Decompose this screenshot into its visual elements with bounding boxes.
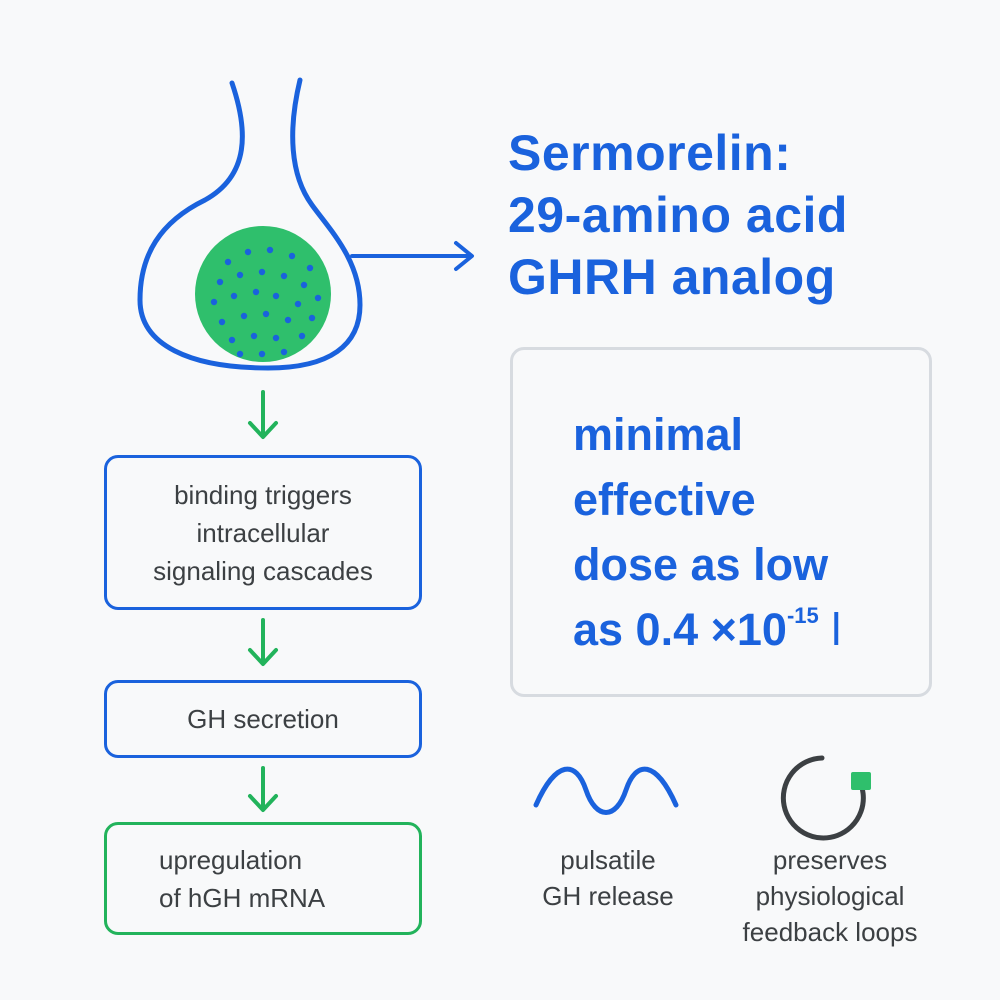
cell-dot — [230, 292, 238, 300]
cell-dot — [218, 318, 226, 326]
cell-dot — [298, 332, 306, 340]
step-1-line-1: binding triggers — [174, 479, 352, 510]
cell-dot — [210, 298, 218, 306]
cell-dot — [314, 294, 322, 302]
dose-line-4-tail: l — [818, 604, 842, 655]
cell-dot — [262, 310, 270, 318]
cell-dot — [280, 272, 288, 280]
step-box-upregulation: upregulation of hGH mRNA — [104, 822, 422, 935]
step-box-binding: binding triggers intracellular signaling… — [104, 455, 422, 610]
cell-dot — [308, 314, 316, 322]
dose-box: minimal effective dose as low as 0.4 ×10… — [510, 347, 932, 697]
dose-line-2: effective — [573, 474, 756, 525]
cell-dot — [294, 300, 302, 308]
down-arrow-icon-1 — [248, 390, 278, 439]
title-line-3: GHRH analog — [508, 249, 836, 305]
dose-exponent: -15 — [786, 603, 819, 628]
page-title: Sermorelin: 29-amino acid GHRH analog — [508, 122, 978, 308]
cell-dot — [236, 271, 244, 279]
cell-dot — [266, 246, 274, 254]
cell-cluster — [195, 226, 331, 362]
feedback-line-3: feedback loops — [742, 917, 918, 947]
cell-dot — [306, 264, 314, 272]
cell-dot — [216, 278, 224, 286]
dose-line-4-base: as 0.4 ×10 — [573, 604, 787, 655]
pulsatile-line-1: pulsatile — [560, 845, 656, 875]
cell-dot — [244, 248, 252, 256]
title-line-2: 29-amino acid — [508, 187, 848, 243]
cell-dot — [252, 288, 260, 296]
cell-dot — [236, 350, 244, 358]
title-line-1: Sermorelin: — [508, 125, 792, 181]
dose-text: minimal effective dose as low as 0.4 ×10… — [573, 402, 841, 662]
cell-dot — [284, 316, 292, 324]
step-1-line-2: intracellular — [196, 517, 330, 548]
dose-line-3: dose as low — [573, 539, 829, 590]
dose-line-1: minimal — [573, 409, 744, 460]
cell-dot — [224, 258, 232, 266]
cell-dot — [300, 281, 308, 289]
cell-dot — [280, 348, 288, 356]
cell-dot — [240, 312, 248, 320]
cell-dot — [250, 332, 258, 340]
cell-dot — [258, 268, 266, 276]
feedback-line-2: physiological — [755, 881, 905, 911]
cell-dots — [210, 246, 322, 358]
step-2-line-1: GH secretion — [187, 704, 339, 734]
step-3-line-2: of hGH mRNA — [159, 882, 326, 913]
down-arrow-icon-3 — [248, 766, 278, 812]
step-box-gh-secretion: GH secretion — [104, 680, 422, 758]
caption-pulsatile: pulsatile GH release — [508, 842, 708, 914]
pulsatile-line-2: GH release — [542, 881, 674, 911]
arrow-to-title-icon — [350, 241, 474, 271]
feedback-loop-icon — [780, 755, 871, 841]
caption-feedback: preserves physiological feedback loops — [705, 842, 955, 950]
step-3-line-1: upregulation — [159, 844, 303, 875]
wave-icon — [533, 766, 679, 815]
down-arrow-icon-2 — [248, 618, 278, 666]
step-1-line-3: signaling cascades — [153, 555, 373, 586]
cell-dot — [272, 292, 280, 300]
pituitary-outline — [137, 77, 363, 371]
cell-dot — [288, 252, 296, 260]
cell-dot — [258, 350, 266, 358]
cell-dot — [228, 336, 236, 344]
dose-line-4: as 0.4 ×10-15 l — [573, 597, 841, 662]
feedback-line-1: preserves — [772, 845, 888, 875]
cell-dot — [272, 334, 280, 342]
